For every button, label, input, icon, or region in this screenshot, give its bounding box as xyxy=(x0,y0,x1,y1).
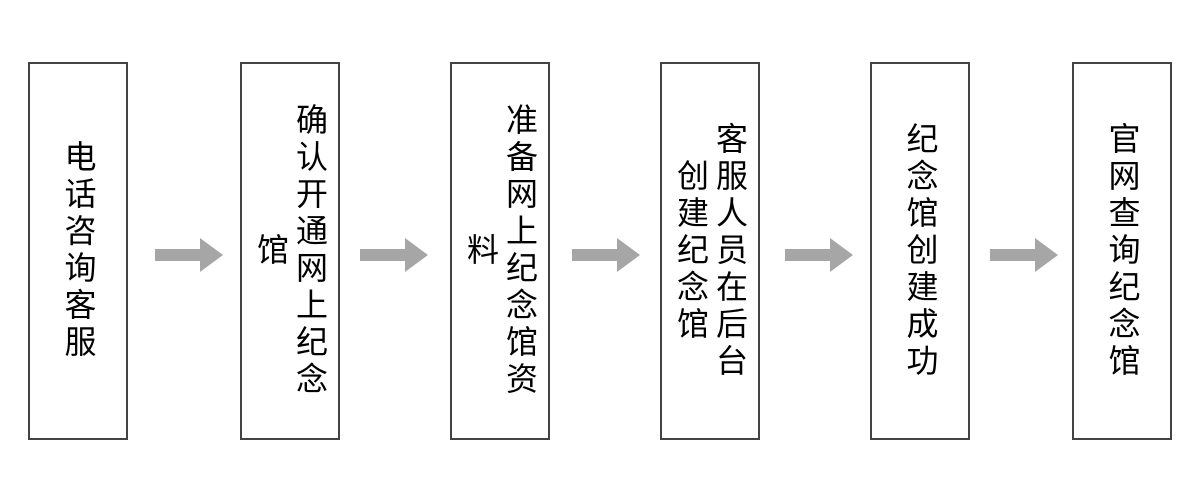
process-box-label: 官网查询纪念馆 xyxy=(1103,121,1142,381)
process-box-step-4[interactable]: 客服人员在后台创建纪念馆 xyxy=(660,62,760,440)
process-box-step-2[interactable]: 确认开通网上纪念馆 xyxy=(240,62,340,440)
process-box-step-1[interactable]: 电话咨询客服 xyxy=(28,62,128,440)
arrow-right-icon-4 xyxy=(785,238,853,272)
arrow-right-icon-2 xyxy=(360,238,428,272)
process-box-step-6[interactable]: 官网查询纪念馆 xyxy=(1072,62,1172,440)
process-box-step-5[interactable]: 纪念馆创建成功 xyxy=(870,62,970,440)
process-box-label: 纪念馆创建成功 xyxy=(901,121,940,381)
arrow-right-icon-1 xyxy=(155,238,223,272)
arrow-right-icon-5 xyxy=(990,238,1058,272)
process-box-label: 客服人员在后台创建纪念馆 xyxy=(672,121,750,381)
process-box-step-3[interactable]: 准备网上纪念馆资料 xyxy=(450,62,550,440)
process-box-label: 确认开通网上纪念馆 xyxy=(252,103,330,399)
process-box-label: 准备网上纪念馆资料 xyxy=(462,103,540,399)
process-box-label: 电话咨询客服 xyxy=(59,140,98,362)
arrow-right-icon-3 xyxy=(572,238,640,272)
